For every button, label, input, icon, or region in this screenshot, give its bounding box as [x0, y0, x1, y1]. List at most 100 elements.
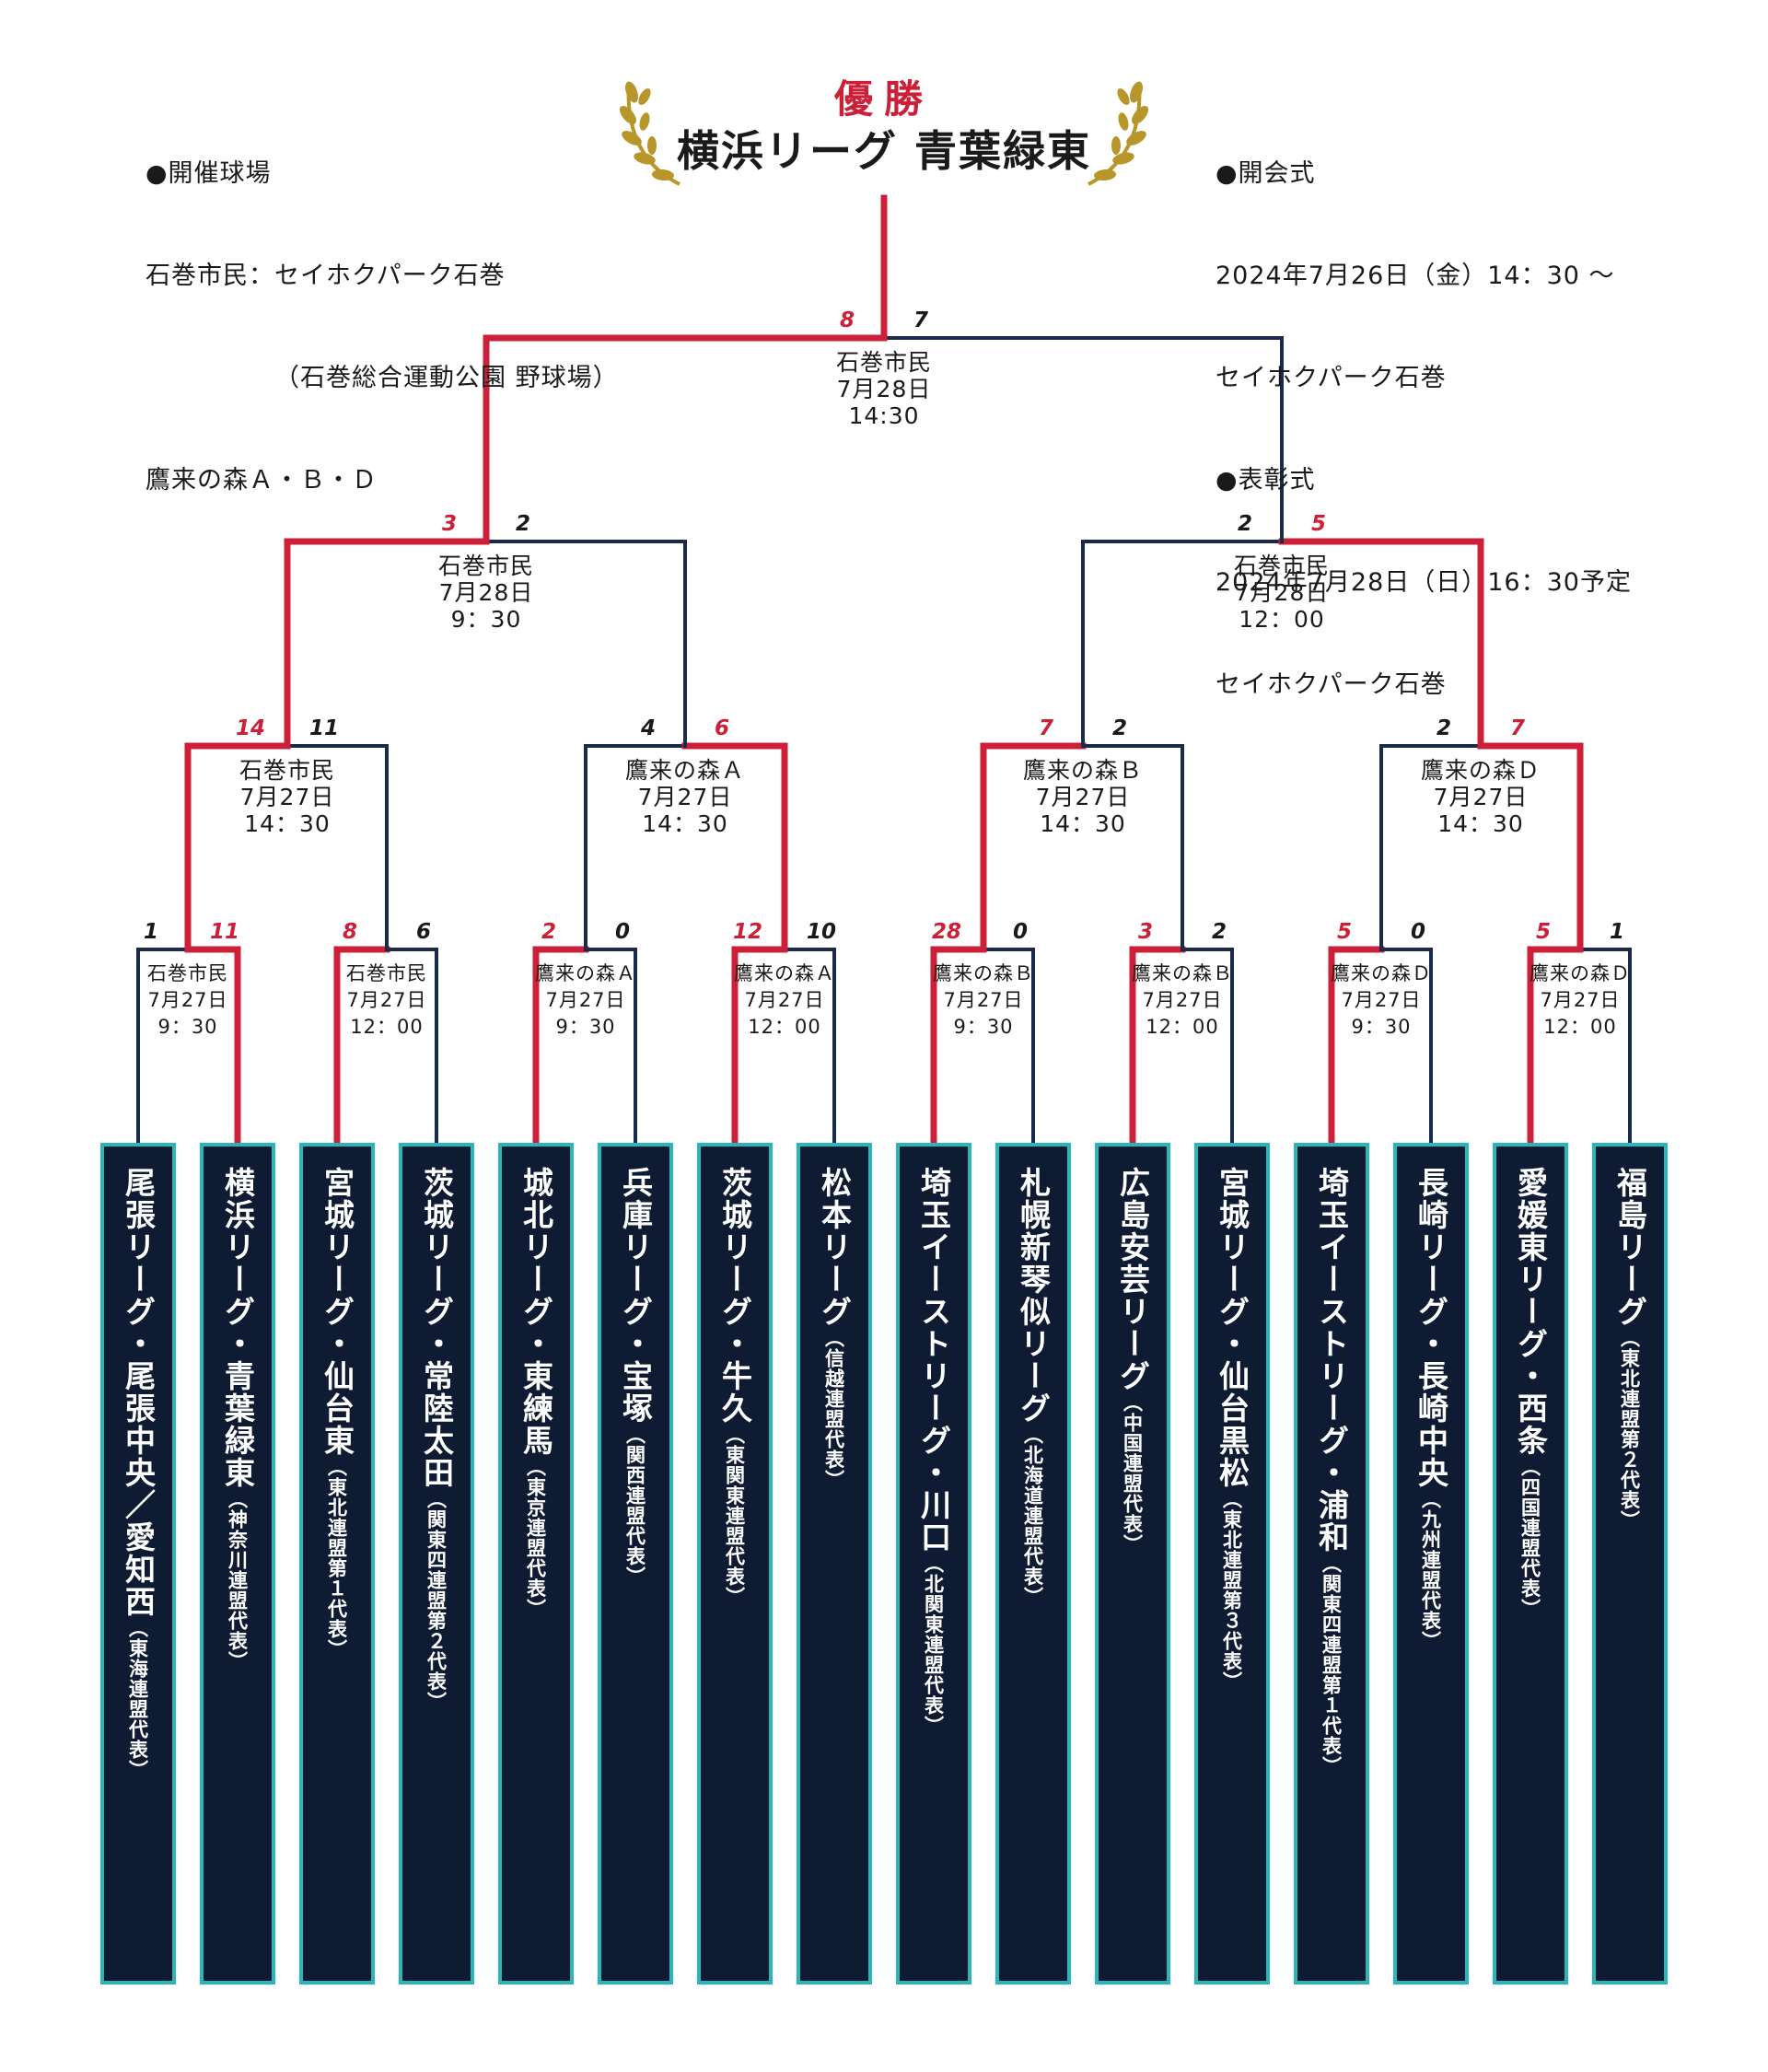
- match-time: 9：30: [157, 1016, 218, 1038]
- match-venue: 石巻市民: [835, 349, 932, 376]
- team-name-main: 尾張リーグ・尾張中央／愛知西: [120, 1167, 157, 1618]
- team-league: （四国連盟代表）: [1518, 1457, 1541, 1619]
- team-name: 広島安芸リーグ（中国連盟代表）: [1115, 1167, 1151, 1981]
- team-league: （東北連盟第３代表）: [1220, 1489, 1243, 1692]
- match-time: 14：30: [642, 810, 728, 837]
- match-date: 7月27日: [346, 989, 427, 1011]
- match-date: 7月27日: [147, 989, 228, 1011]
- score-right: 0: [1012, 920, 1028, 944]
- match-time: 12：00: [1239, 606, 1325, 633]
- team-league: （神奈川連盟代表）: [226, 1489, 249, 1671]
- team-name: 松本リーグ（信越連盟代表）: [816, 1167, 853, 1981]
- match-venue: 石巻市民: [238, 757, 335, 784]
- match-info: 石巻市民 7月27日 9：30: [96, 960, 280, 1041]
- score-left: 12: [732, 920, 762, 944]
- match-date: 7月27日: [1540, 989, 1621, 1011]
- match-time: 12：00: [1543, 1016, 1617, 1038]
- venue-info-line: 石巻市民：セイホクパーク石巻: [145, 262, 506, 290]
- score-left: 5: [1535, 920, 1551, 944]
- score-left: 5: [1336, 920, 1352, 944]
- score-right: 2: [515, 512, 530, 536]
- score-left: 2: [1436, 716, 1451, 740]
- match-venue: 鷹来の森Ｂ: [1132, 962, 1233, 984]
- venue-info-line: （石巻総合運動公園 野球場）: [274, 364, 619, 392]
- score-right: 7: [1509, 716, 1525, 740]
- score-left: 4: [640, 716, 656, 740]
- score-right: 6: [714, 716, 729, 740]
- team-name-main: 長崎リーグ・長崎中央: [1413, 1167, 1449, 1489]
- score-right: 2: [1111, 716, 1127, 740]
- team-box: 広島安芸リーグ（中国連盟代表）: [1095, 1143, 1170, 1985]
- ceremony-info: ●開会式 2024年7月26日（金）14：30 ～ セイホクパーク石巻 ●表彰式…: [1216, 88, 1632, 770]
- score-left: 1: [143, 920, 158, 944]
- team-league: （中国連盟代表）: [1121, 1392, 1144, 1554]
- team-league: （九州連盟代表）: [1419, 1489, 1442, 1651]
- champion-label: 優勝: [833, 76, 934, 122]
- match-date: 7月28日: [836, 376, 932, 402]
- team-box: 尾張リーグ・尾張中央／愛知西（東海連盟代表）: [100, 1143, 176, 1985]
- team-name-main: 札幌新琴似リーグ: [1015, 1167, 1052, 1425]
- match-time: 12：00: [748, 1016, 821, 1038]
- score-left: 3: [441, 512, 457, 536]
- team-name: 埼玉イーストリーグ・川口（北関東連盟代表）: [916, 1167, 952, 1981]
- score-left: 8: [342, 920, 357, 944]
- match-date: 7月27日: [239, 784, 335, 810]
- team-name: 宮城リーグ・仙台黒松（東北連盟第３代表）: [1215, 1167, 1250, 1981]
- team-name-main: 茨城リーグ・牛久: [716, 1167, 753, 1425]
- team-name-main: 埼玉イーストリーグ・浦和: [1313, 1167, 1350, 1554]
- venue-info-line: 鷹来の森Ａ・Ｂ・Ｄ: [145, 466, 378, 495]
- score-right: 0: [614, 920, 630, 944]
- match-venue: 鷹来の森Ｂ: [933, 962, 1034, 984]
- award-date: 2024年7月28日（日）16：30予定: [1216, 568, 1632, 597]
- laurel-left-icon: [620, 81, 680, 186]
- match-venue: 石巻市民: [147, 962, 228, 984]
- score-right: 11: [209, 920, 239, 944]
- team-name: 愛媛東リーグ・西条（四国連盟代表）: [1513, 1167, 1549, 1981]
- team-league: （関東四連盟第１代表）: [1320, 1554, 1343, 1776]
- match-time: 14:30: [848, 402, 920, 429]
- team-box: 茨城リーグ・常陸太田（関東四連盟第２代表）: [399, 1143, 474, 1985]
- match-time: 9：30: [450, 606, 522, 633]
- match-date: 7月28日: [438, 579, 534, 606]
- opening-venue: セイホクパーク石巻: [1216, 364, 1447, 392]
- team-name: 札幌新琴似リーグ（北海道連盟代表）: [1015, 1167, 1052, 1981]
- team-league: （北関東連盟代表）: [922, 1554, 945, 1736]
- champion-team: 横浜リーグ 青葉緑東: [676, 126, 1091, 176]
- team-league: （東北連盟第１代表）: [325, 1457, 348, 1659]
- team-name-main: 城北リーグ・東練馬: [518, 1167, 554, 1457]
- score-left: 7: [1038, 716, 1053, 740]
- match-venue: 石巻市民: [1233, 553, 1330, 579]
- match-time: 9：30: [555, 1016, 616, 1038]
- team-box: 愛媛東リーグ・西条（四国連盟代表）: [1493, 1143, 1568, 1985]
- match-time: 14：30: [1040, 810, 1126, 837]
- team-name: 兵庫リーグ・宝塚（関西連盟代表）: [618, 1167, 654, 1981]
- team-box: 茨城リーグ・牛久（東関東連盟代表）: [697, 1143, 773, 1985]
- team-name-main: 宮城リーグ・仙台東: [319, 1167, 355, 1457]
- score-left: 2: [1237, 512, 1252, 536]
- score-left: 14: [235, 716, 265, 740]
- team-league: （東北連盟第２代表）: [1618, 1328, 1641, 1531]
- match-date: 7月27日: [1035, 784, 1131, 810]
- team-box: 埼玉イーストリーグ・川口（北関東連盟代表）: [896, 1143, 971, 1985]
- team-box: 福島リーグ（東北連盟第２代表）: [1592, 1143, 1668, 1985]
- team-name-main: 松本リーグ: [816, 1167, 853, 1328]
- team-name-main: 福島リーグ: [1611, 1167, 1648, 1328]
- team-name-main: 茨城リーグ・常陸太田: [418, 1167, 455, 1489]
- score-right: 2: [1211, 920, 1227, 944]
- match-venue: 鷹来の森Ｂ: [1022, 757, 1143, 784]
- match-venue: 鷹来の森Ｄ: [1420, 757, 1541, 784]
- match-time: 12：00: [1146, 1016, 1219, 1038]
- team-box: 埼玉イーストリーグ・浦和（関東四連盟第１代表）: [1294, 1143, 1369, 1985]
- team-name: 長崎リーグ・長崎中央（九州連盟代表）: [1413, 1167, 1449, 1981]
